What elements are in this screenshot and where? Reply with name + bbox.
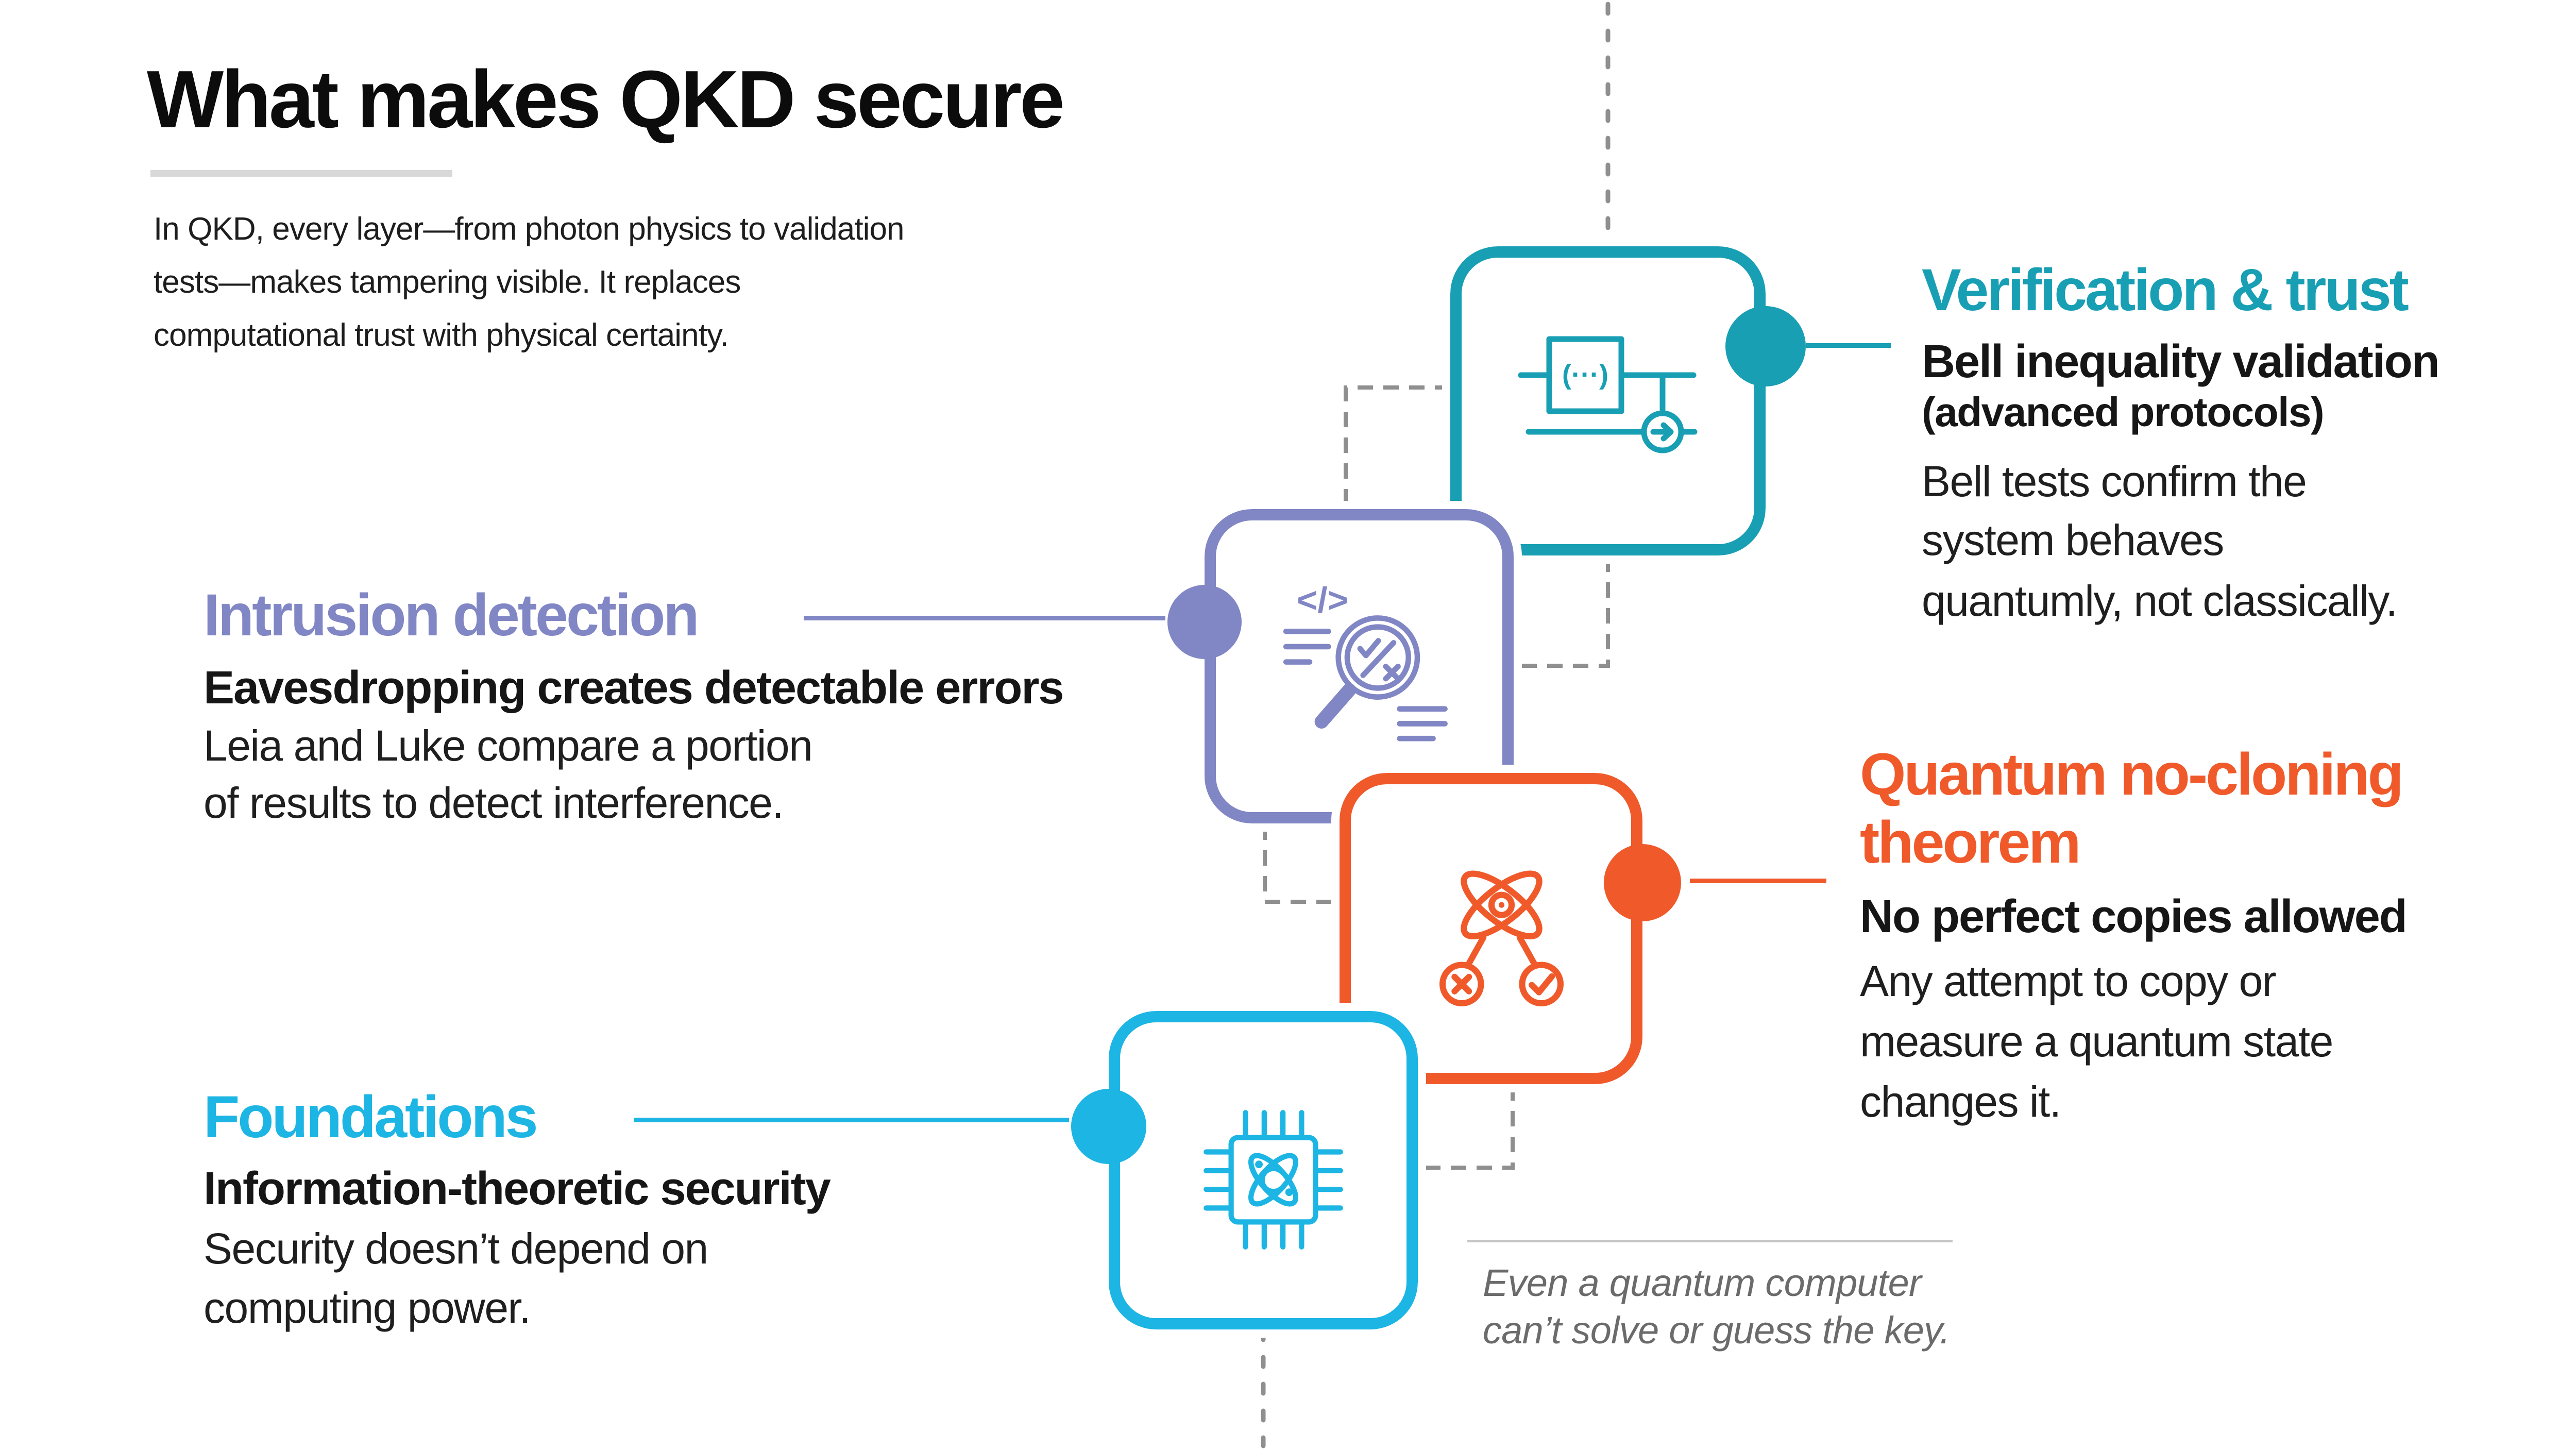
verification-subtitle: Bell inequality validation bbox=[1922, 336, 2440, 387]
intro-line-2: tests—makes tampering visible. It replac… bbox=[154, 264, 741, 300]
svg-text:</>: </> bbox=[1297, 580, 1348, 620]
dashed-link-teal-bottom-purple-right bbox=[1515, 557, 1610, 668]
intrusion-box: </> bbox=[1196, 501, 1522, 832]
footnote-line-2: can’t solve or guess the key. bbox=[1483, 1309, 1951, 1352]
no-cloning-body-1: Any attempt to copy or bbox=[1860, 957, 2277, 1005]
verification-connector-line bbox=[1806, 343, 1891, 348]
no-cloning-box bbox=[1331, 765, 1651, 1092]
no-cloning-body-3: changes it. bbox=[1860, 1077, 2061, 1126]
no-cloning-body-2: measure a quantum state bbox=[1860, 1017, 2333, 1066]
foundations-dot bbox=[1071, 1089, 1146, 1164]
foundations-connector-line bbox=[634, 1118, 1069, 1122]
intrusion-body-1: Leia and Luke compare a portion bbox=[204, 721, 813, 770]
intrusion-subtitle: Eavesdropping creates detectable errors bbox=[204, 662, 1064, 714]
dashed-link-teal-purple bbox=[1344, 385, 1450, 508]
verification-body-1: Bell tests confirm the bbox=[1922, 457, 2307, 506]
svg-text:(···): (···) bbox=[1562, 359, 1608, 390]
dashed-link-orange-cyan bbox=[1419, 1085, 1515, 1170]
footnote-line-1: Even a quantum computer bbox=[1483, 1261, 1922, 1304]
page-title: What makes QKD secure bbox=[147, 54, 1065, 145]
intro-line-1: In QKD, every layer—from photon physics … bbox=[154, 211, 905, 247]
no-cloning-subtitle: No perfect copies allowed bbox=[1860, 891, 2408, 942]
intro-line-3: computational trust with physical certai… bbox=[154, 317, 729, 353]
no-cloning-heading-line-2: theorem bbox=[1860, 810, 2081, 875]
quantum-chip-icon bbox=[1204, 1110, 1343, 1250]
atom-clone-check-icon bbox=[1439, 870, 1564, 1007]
foundations-heading: Foundations bbox=[204, 1084, 538, 1150]
intrusion-connector-line bbox=[804, 616, 1165, 620]
verification-subtitle-note: (advanced protocols) bbox=[1922, 389, 2325, 435]
intrusion-body-2: of results to detect interference. bbox=[204, 779, 784, 827]
title-underline-bar bbox=[150, 170, 452, 177]
quantum-circuit-icon: (···) bbox=[1518, 336, 1698, 453]
verification-heading: Verification & trust bbox=[1922, 257, 2409, 323]
foundations-subtitle: Information-theoretic security bbox=[204, 1163, 831, 1215]
foundations-body-1: Security doesn’t depend on bbox=[204, 1224, 708, 1273]
intrusion-heading: Intrusion detection bbox=[204, 582, 700, 648]
dashed-link-purple-orange bbox=[1263, 824, 1338, 904]
no-cloning-dot bbox=[1604, 844, 1681, 921]
intrusion-dot bbox=[1167, 585, 1242, 659]
verification-body-2: system behaves bbox=[1922, 516, 2224, 564]
foundations-body-2: computing power. bbox=[204, 1284, 531, 1332]
code-inspection-magnifier-icon: </> bbox=[1283, 580, 1448, 742]
no-cloning-heading-line-1: Quantum no-cloning bbox=[1860, 742, 2404, 807]
verification-body-3: quantumly, not classically. bbox=[1922, 577, 2398, 625]
verification-box: (···) bbox=[1442, 238, 1774, 564]
verification-dot bbox=[1725, 306, 1806, 386]
footnote-rule bbox=[1467, 1240, 1953, 1242]
no-cloning-connector-line bbox=[1690, 879, 1826, 883]
